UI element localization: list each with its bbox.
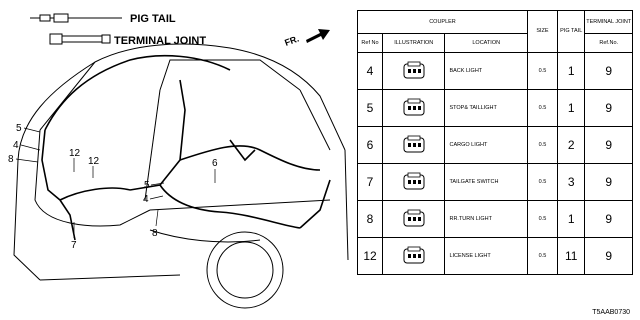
callout-label: 4 xyxy=(143,194,149,205)
callout-label: 8 xyxy=(152,228,158,239)
callout-label: 7 xyxy=(71,240,77,251)
illustration-cell xyxy=(381,89,446,127)
callout-label: 6 xyxy=(212,158,218,169)
direction-label: FR. xyxy=(283,34,300,48)
coupler-header: COUPLER xyxy=(357,10,528,34)
pig-tail-value: 1 xyxy=(556,89,586,127)
size-value: 0.5 xyxy=(526,89,558,127)
callout-label: 5 xyxy=(144,180,150,191)
pig-tail-value: 11 xyxy=(556,237,586,275)
location-text: LICENSE LIGHT xyxy=(444,237,528,275)
size-value: 0.5 xyxy=(526,52,558,90)
terminal-joint-value: 9 xyxy=(584,89,633,127)
pig-tail-header: PIG TAIL xyxy=(556,10,586,53)
size-value: 0.5 xyxy=(526,200,558,238)
terminal-joint-symbol xyxy=(49,33,111,45)
wiring-diagram: PIG TAIL TERMINAL JOINT FR. xyxy=(8,13,349,309)
wire-harness xyxy=(41,54,331,241)
ref-number: 7 xyxy=(357,163,383,201)
terminal-joint-header: TERMINAL JOINT xyxy=(584,10,633,34)
terminal-joint-value: 9 xyxy=(584,163,633,201)
size-value: 0.5 xyxy=(526,237,558,275)
ref-no-header: Ref No xyxy=(357,33,383,53)
connector-icon xyxy=(403,209,425,227)
pig-tail-value: 1 xyxy=(556,52,586,90)
illustration-cell xyxy=(381,163,446,201)
ref-number: 5 xyxy=(357,89,383,127)
forward-arrow-icon xyxy=(306,29,330,43)
callout-label: 12 xyxy=(88,156,100,167)
terminal-joint-value: 9 xyxy=(584,52,633,90)
ref-number: 8 xyxy=(357,200,383,238)
connector-icon xyxy=(403,98,425,116)
car-body xyxy=(13,43,349,309)
connector-icon xyxy=(403,172,425,190)
connector-icon xyxy=(403,135,425,153)
part-code: T5AAB0730 xyxy=(592,309,630,316)
terminal-joint-value: 9 xyxy=(584,237,633,275)
location-text: RR.TURN LIGHT xyxy=(444,200,528,238)
callout-label: 8 xyxy=(8,154,14,165)
pigtail-symbol xyxy=(30,13,122,23)
terminal-ref-header: Ref.No. xyxy=(584,33,633,53)
location-text: CARGO LIGHT xyxy=(444,126,528,164)
coupler-table: COUPLER SIZE PIG TAIL TERMINAL JOINT Ref… xyxy=(357,10,633,275)
callout-group: 5 4 8 12 12 7 5 4 8 6 xyxy=(8,123,218,251)
connector-icon xyxy=(403,61,425,79)
pigtail-label: PIG TAIL xyxy=(130,13,176,25)
location-text: BACK LIGHT xyxy=(444,52,528,90)
connector-icon xyxy=(403,246,425,264)
ref-number: 4 xyxy=(357,52,383,90)
callout-label: 4 xyxy=(13,140,19,151)
ref-number: 6 xyxy=(357,126,383,164)
illustration-cell xyxy=(381,200,446,238)
pig-tail-value: 1 xyxy=(556,200,586,238)
location-text: TAILGATE SWITCH xyxy=(444,163,528,201)
illustration-cell xyxy=(381,126,446,164)
size-value: 0.5 xyxy=(526,163,558,201)
size-header: SIZE xyxy=(526,10,558,53)
location-header: LOCATION xyxy=(444,33,528,53)
location-text: STOP& TAILLIGHT xyxy=(444,89,528,127)
terminal-joint-value: 9 xyxy=(584,200,633,238)
ref-number: 12 xyxy=(357,237,383,275)
callout-label: 12 xyxy=(69,148,81,159)
callout-label: 5 xyxy=(16,123,22,134)
pig-tail-value: 3 xyxy=(556,163,586,201)
size-value: 0.5 xyxy=(526,126,558,164)
pig-tail-value: 2 xyxy=(556,126,586,164)
illustration-cell xyxy=(381,52,446,90)
terminal-joint-value: 9 xyxy=(584,126,633,164)
illustration-cell xyxy=(381,237,446,275)
illustration-header: ILLUSTRATION xyxy=(381,33,446,53)
